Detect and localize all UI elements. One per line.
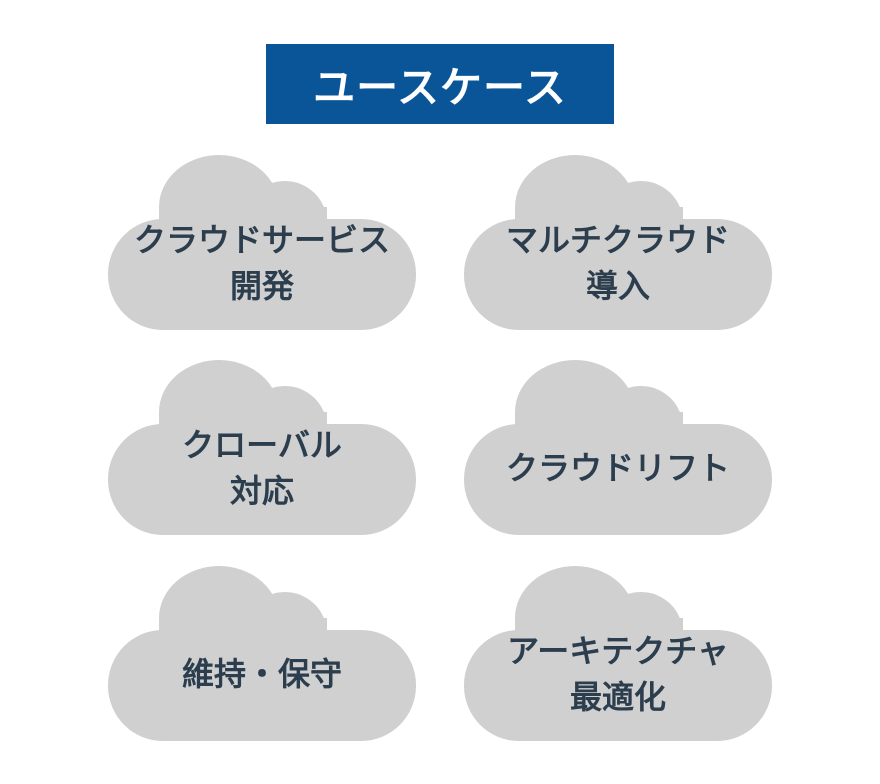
cloud-label: 維持・保守 (98, 626, 426, 722)
cloud-shape: アーキテクチャ 最適化 (464, 566, 772, 741)
cloud-shape: クラウドサービス 開発 (108, 155, 416, 330)
page-title: ユースケース (313, 62, 567, 112)
cloud-icon (464, 155, 772, 330)
cloud-label-line1: クラウドサービス (133, 221, 390, 259)
cloud-label-line2: 導入 (585, 267, 650, 305)
cloud-shape: 維持・保守 (108, 566, 416, 741)
cloud-icon (108, 566, 416, 741)
cloud-label-line1: マルチクラウド (505, 221, 730, 259)
cloud-icon (464, 360, 772, 535)
title-banner: ユースケース (266, 44, 614, 124)
cloud-label-line2: 対応 (229, 472, 294, 510)
cloud-label-line2: 最適化 (569, 678, 666, 716)
cloud-label-line1: 維持・保守 (181, 655, 342, 693)
cloud-label-line1: クローバル (182, 426, 342, 464)
cloud-icon (464, 566, 772, 741)
cloud-label: クラウドリフト (454, 420, 782, 516)
cloud-shape: クローバル 対応 (108, 360, 416, 535)
cloud-label: アーキテクチャ 最適化 (454, 626, 782, 722)
cloud-label-line2: 開発 (229, 267, 294, 305)
cloud-label: クラウドサービス 開発 (98, 215, 426, 311)
cloud-icon (108, 360, 416, 535)
cloud-icon (108, 155, 416, 330)
cloud-shape: マルチクラウド 導入 (464, 155, 772, 330)
cloud-shape: クラウドリフト (464, 360, 772, 535)
cloud-label: マルチクラウド 導入 (454, 215, 782, 311)
cloud-label: クローバル 対応 (98, 420, 426, 516)
cloud-label-line1: アーキテクチャ (507, 632, 729, 670)
cloud-label-line1: クラウドリフト (505, 449, 730, 487)
